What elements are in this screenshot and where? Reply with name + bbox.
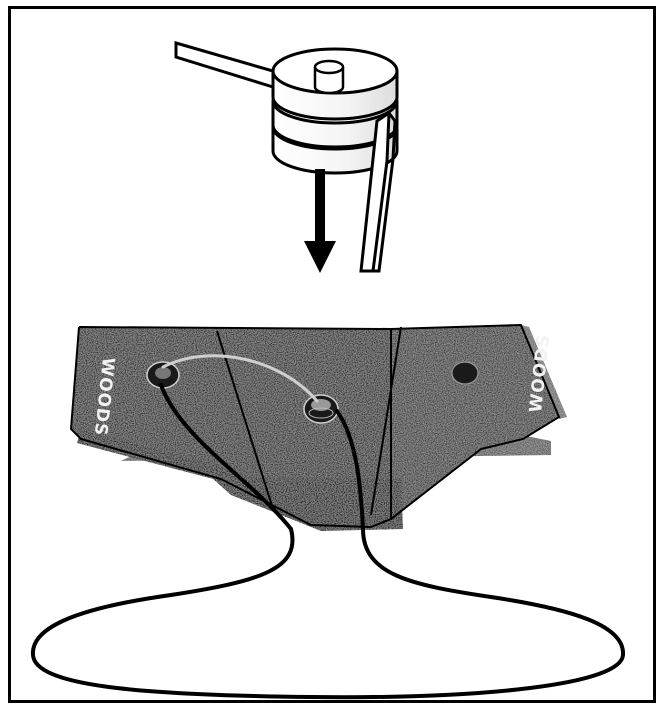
downward-arrow-icon [304, 169, 336, 273]
illustration-frame: WOODS WOODS [8, 6, 656, 703]
mounting-bolt-right [452, 362, 478, 384]
drive-belt-upper [176, 43, 273, 87]
mower-blade-installation-illustration: WOODS WOODS [11, 9, 653, 700]
mower-blade-deck [71, 325, 567, 531]
mounting-bolt-center [304, 395, 338, 423]
